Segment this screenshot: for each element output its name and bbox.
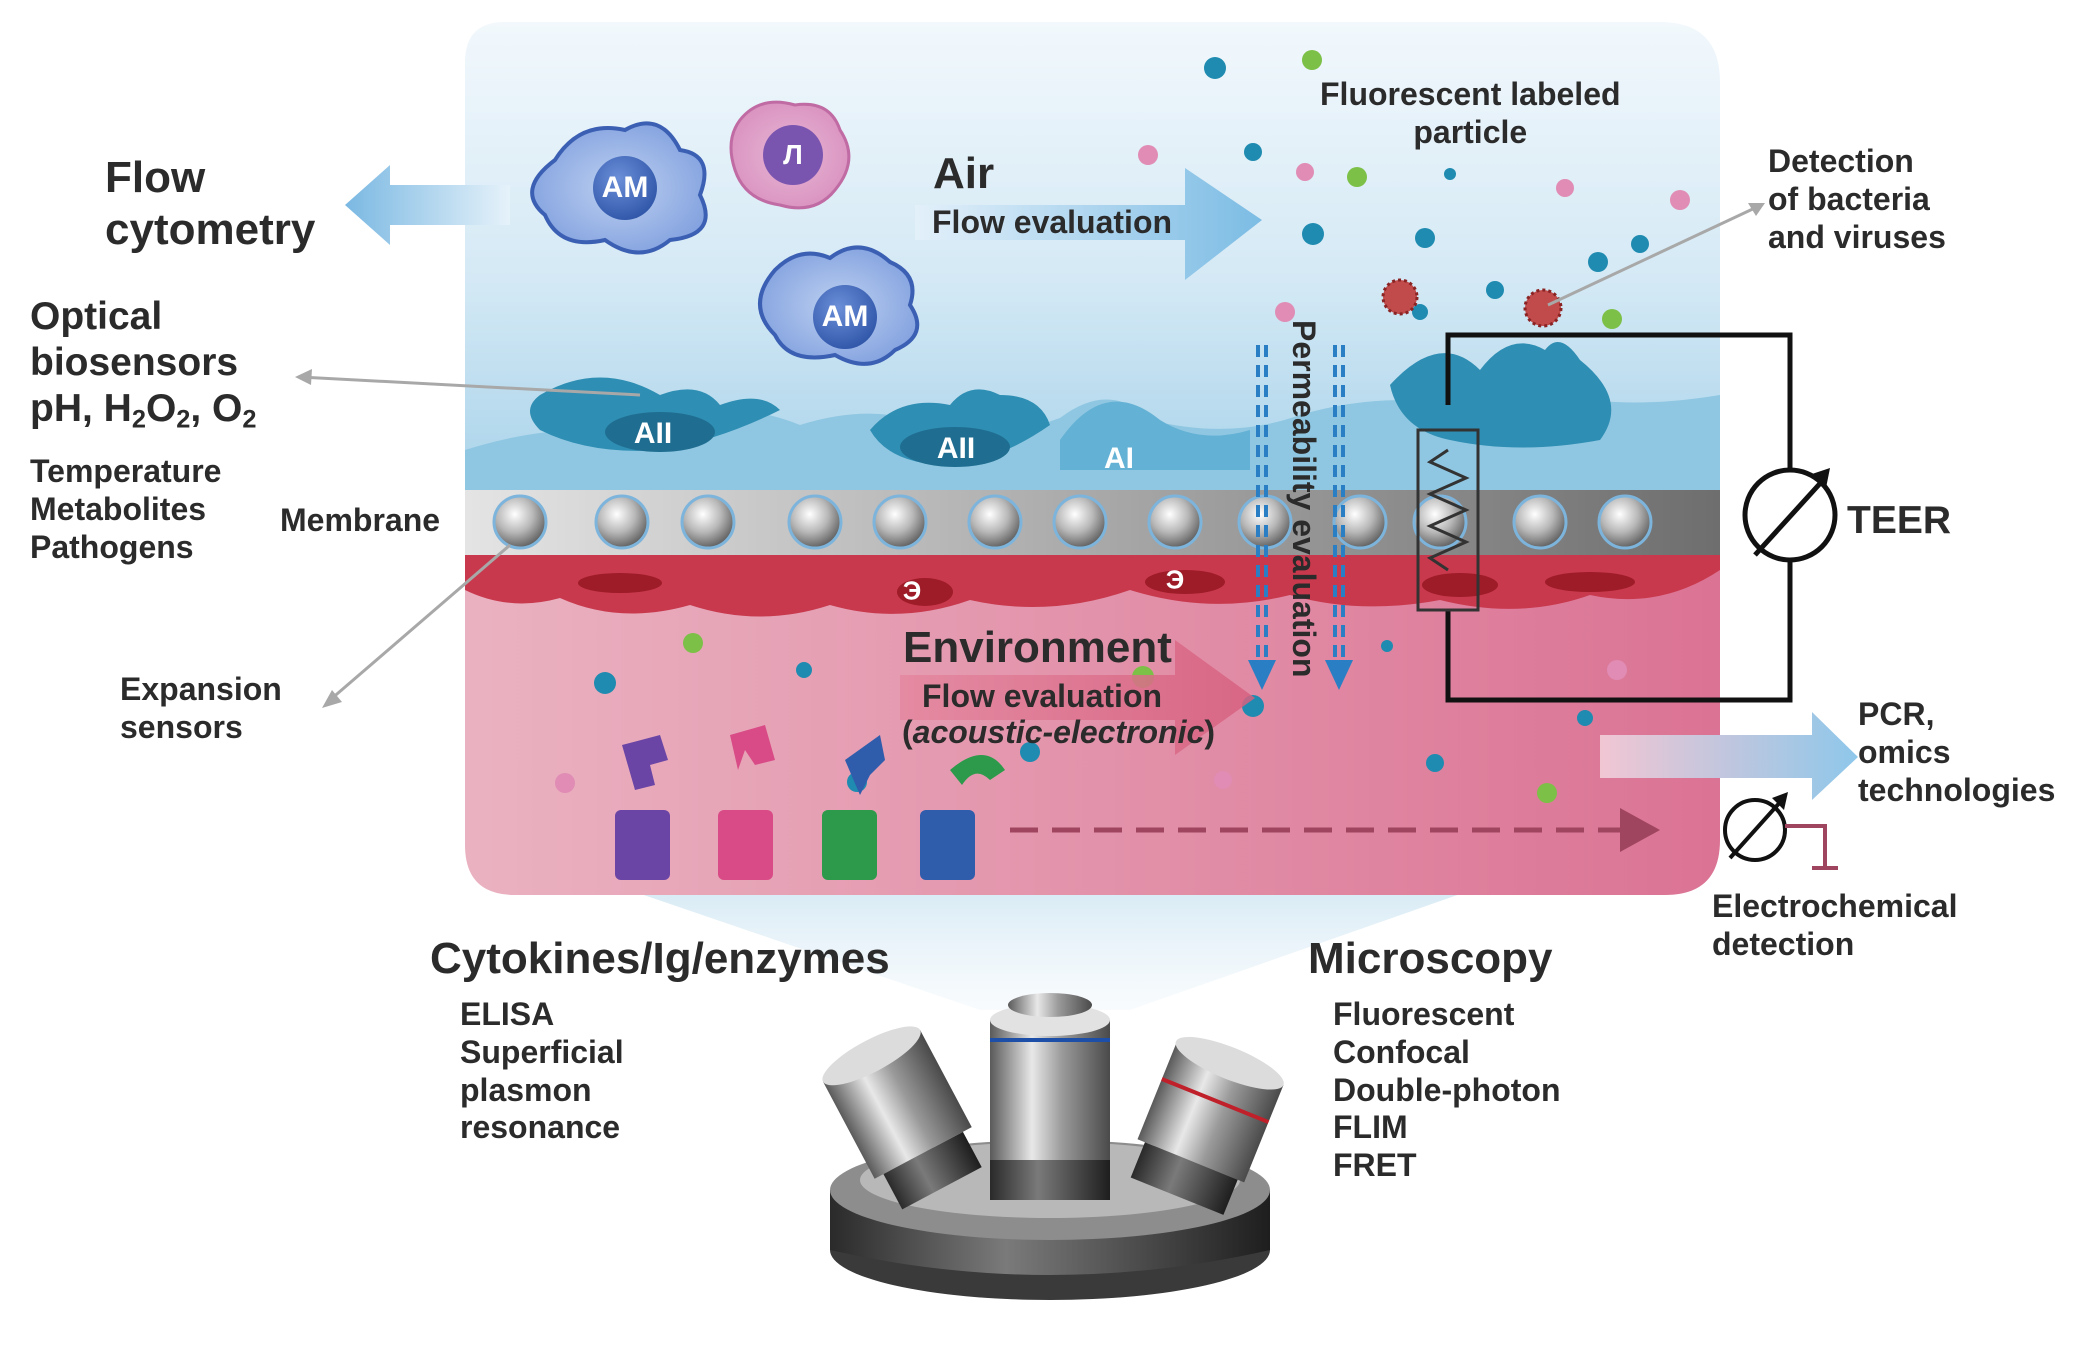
pcr-omics-label: PCR, omics technologies <box>1858 696 2056 808</box>
optical-biosensors-label: Optical biosensors pH, H2O2, O2 <box>30 295 257 434</box>
ohmmeter-icon <box>1723 792 1838 870</box>
erythrocyte-label-1: Э <box>902 575 922 606</box>
pcr-arrow <box>1600 712 1858 800</box>
lymphocyte-label: Л <box>783 139 803 170</box>
epithelial-cluster-right <box>1390 342 1612 448</box>
endothelium-layer <box>465 555 1720 617</box>
air-flow-evaluation-label: Flow evaluation <box>932 204 1173 240</box>
aii-label-1: AII <box>633 417 673 450</box>
lymphocyte <box>729 100 851 210</box>
virus-icon <box>1381 278 1563 328</box>
am-cell-1 <box>530 121 708 255</box>
cytokine-molecules <box>615 725 1005 880</box>
permeability-arrowhead-1 <box>1248 660 1276 690</box>
teer-label: TEER <box>1847 499 1952 542</box>
blood-particles <box>555 633 1627 803</box>
environment-label: Environment <box>903 623 1172 672</box>
ph-h2o2-o2-label: pH, H2O2, O2 <box>30 387 257 434</box>
permeability-evaluation-label: Permeability evaluation <box>1286 320 1322 678</box>
fluorescent-particle-label: Fluorescent labeled particle <box>1320 76 1621 150</box>
microscopy-methods: Fluorescent Confocal Double-photon FLIM … <box>1333 996 1561 1183</box>
permeability-arrowhead-2 <box>1325 660 1353 690</box>
expansion-sensors-label: Expansion sensors <box>120 671 282 745</box>
environment-flow-arrow <box>900 640 1255 755</box>
aii-cell-1 <box>530 377 780 452</box>
air-flow-arrow <box>915 168 1262 280</box>
am-label-2: AM <box>821 300 869 333</box>
aii-label-2: AII <box>936 432 976 465</box>
arrow-head-expansion <box>322 690 342 708</box>
electrochemical-detection-label: Electrochemical detection <box>1712 888 1958 962</box>
ai-cell <box>1060 401 1250 470</box>
ai-label: AI <box>1104 442 1134 475</box>
pointer-lines <box>299 205 1758 702</box>
microscope-icon <box>822 993 1284 1300</box>
ohmmeter-icon <box>1742 467 1838 563</box>
microscopy-title: Microscopy <box>1308 934 1553 983</box>
fluorescent-particles <box>1138 50 1690 329</box>
blood-compartment <box>465 555 1720 895</box>
arrow-head-biosensor <box>295 369 312 385</box>
electrochem-arrow-head <box>1620 808 1660 852</box>
flow-cytometry-label: Flow cytometry <box>105 153 316 254</box>
membrane-label: Membrane <box>280 502 441 538</box>
acoustic-electronic-label: (acoustic-electronic) <box>902 714 1215 750</box>
cytokines-methods: ELISA Superficial plasmon resonance <box>460 996 624 1146</box>
am-label-1: AM <box>601 171 649 204</box>
teer-electrode <box>1416 428 1480 612</box>
permeability-arrows <box>1256 345 1345 660</box>
red-blood-cells <box>578 570 1635 606</box>
air-label: Air <box>933 149 995 198</box>
light-beam <box>600 880 1500 1010</box>
resistor-zigzag <box>1426 448 1470 572</box>
environment-flow-evaluation-label: Flow evaluation <box>922 678 1163 714</box>
aii-cell-2 <box>870 389 1050 467</box>
arrow-head-detection <box>1748 203 1765 216</box>
teer-circuit <box>1445 332 1793 703</box>
cytokines-title: Cytokines/Ig/enzymes <box>430 934 890 983</box>
am-cell-2 <box>758 245 920 366</box>
arrow-left-icon <box>345 165 510 245</box>
detection-bacteria-label: Detection of bacteria and viruses <box>1768 143 1946 255</box>
biosensor-targets: Temperature Metabolites Pathogens <box>30 453 222 565</box>
erythrocyte-label-2: Э <box>1165 564 1185 595</box>
